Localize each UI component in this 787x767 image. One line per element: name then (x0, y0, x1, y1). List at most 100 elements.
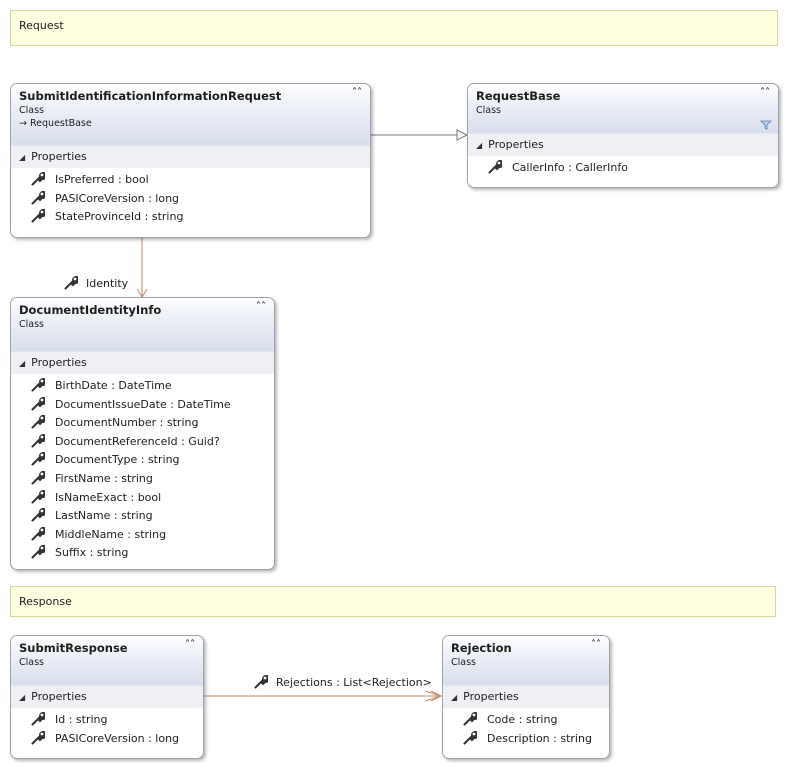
wrench-icon (64, 276, 78, 290)
property-list: IsPreferred : bool PASICoreVersion : lon… (11, 168, 370, 231)
property-label: DocumentReferenceId : Guid? (55, 434, 220, 448)
property-label: MiddleName : string (55, 527, 167, 541)
class-name: DocumentIdentityInfo (19, 303, 162, 317)
inheritance-arrow-icon: → (19, 118, 27, 129)
wrench-icon (31, 730, 45, 745)
property-item[interactable]: PASICoreVersion : long (11, 730, 203, 749)
property-label: Id : string (55, 713, 108, 726)
base-class-reference: → RequestBase (19, 118, 362, 129)
section-label: Properties (31, 356, 87, 369)
property-item[interactable]: CallerInfo : CallerInfo (468, 159, 778, 178)
property-label: BirthDate : DateTime (55, 379, 172, 392)
property-item[interactable]: FirstName : string (11, 470, 274, 489)
property-label: StateProvinceId : string (55, 210, 184, 224)
rejections-association-label[interactable]: Rejections : List<Rejection> (254, 675, 432, 689)
section-label: Properties (31, 690, 87, 703)
property-label: DocumentNumber : string (55, 416, 199, 430)
property-item[interactable]: Code : string (443, 711, 609, 730)
property-list: Id : string PASICoreVersion : long (11, 708, 203, 752)
property-label: Description : string (487, 731, 592, 745)
class-name: RequestBase (476, 89, 561, 103)
class-submit-response[interactable]: SubmitResponse Class ˄˄ ◢ Properties Id :… (10, 635, 204, 759)
property-item[interactable]: PASICoreVersion : long (11, 190, 370, 209)
property-label: IsNameExact : bool (55, 490, 162, 504)
property-label: FirstName : string (55, 471, 153, 485)
properties-section-header[interactable]: ◢ Properties (468, 134, 778, 156)
class-header: SubmitResponse Class ˄˄ (11, 636, 203, 686)
collapse-icon[interactable]: ˄˄ (185, 639, 195, 650)
wrench-icon (254, 675, 268, 689)
properties-section-header[interactable]: ◢ Properties (11, 352, 274, 374)
expand-triangle-icon[interactable]: ◢ (19, 359, 26, 368)
collapse-icon[interactable]: ˄˄ (591, 639, 601, 650)
section-label: Properties (488, 138, 544, 151)
wrench-icon (31, 190, 45, 205)
property-item[interactable]: Suffix : string (11, 544, 274, 563)
property-label: Code : string (487, 713, 558, 726)
class-rejection[interactable]: Rejection Class ˄˄ ◢Properties Code : st… (442, 635, 610, 759)
filter-icon[interactable] (760, 120, 772, 130)
property-item[interactable]: DocumentIssueDate : DateTime (11, 396, 274, 415)
properties-section-header[interactable]: ◢ Properties (11, 146, 370, 168)
property-item[interactable]: MiddleName : string (11, 526, 274, 545)
property-label: IsPreferred : bool (55, 173, 149, 186)
section-label: Properties (31, 150, 87, 163)
class-submit-identification-information-request[interactable]: SubmitIdentificationInformationRequest C… (10, 83, 371, 238)
class-header: Rejection Class ˄˄ (443, 636, 609, 686)
property-item[interactable]: DocumentType : string (11, 451, 274, 470)
class-document-identity-info[interactable]: DocumentIdentityInfo Class ˄˄ ◢ Propertie… (10, 297, 275, 570)
class-request-base[interactable]: RequestBase Class ˄˄ ◢ Properties CallerI… (467, 83, 779, 188)
wrench-icon (488, 160, 502, 174)
class-kind: Class (476, 105, 501, 116)
property-item[interactable]: LastName : string (11, 507, 274, 526)
property-item[interactable]: Description : string (443, 730, 609, 749)
identity-association-label[interactable]: Identity (64, 276, 128, 290)
property-item[interactable]: StateProvinceId : string (11, 208, 370, 227)
class-name: Rejection (451, 641, 512, 655)
class-kind: Class (19, 105, 44, 116)
expand-triangle-icon[interactable]: ◢ (19, 693, 26, 702)
wrench-icon (31, 452, 45, 466)
expand-triangle-icon[interactable]: ◢ (19, 153, 26, 162)
association-name: Rejections : List<Rejection> (276, 676, 432, 689)
wrench-icon (31, 526, 45, 541)
property-item[interactable]: DocumentReferenceId : Guid? (11, 433, 274, 452)
property-item[interactable]: DocumentNumber : string (11, 414, 274, 433)
wrench-icon (31, 415, 45, 429)
property-item[interactable]: IsPreferred : bool (11, 171, 370, 190)
inheritance-connector (371, 129, 469, 141)
property-list: BirthDate : DateTime DocumentIssueDate :… (11, 374, 274, 567)
property-label: DocumentType : string (55, 453, 180, 467)
properties-section-header[interactable]: ◢Properties (443, 686, 609, 708)
request-note[interactable]: Request (10, 10, 778, 46)
class-header: RequestBase Class ˄˄ (468, 84, 778, 134)
properties-section-header[interactable]: ◢ Properties (11, 686, 203, 708)
wrench-icon (31, 378, 45, 392)
expand-triangle-icon[interactable]: ◢ (451, 693, 458, 702)
property-list: CallerInfo : CallerInfo (468, 156, 778, 182)
wrench-icon (31, 489, 45, 504)
property-item[interactable]: Id : string (11, 711, 203, 730)
response-note[interactable]: Response (10, 586, 776, 617)
wrench-icon (463, 730, 477, 745)
wrench-icon (31, 172, 45, 186)
response-note-text: Response (19, 595, 72, 608)
collapse-icon[interactable]: ˄˄ (256, 301, 266, 312)
class-kind: Class (19, 657, 44, 668)
property-item[interactable]: BirthDate : DateTime (11, 377, 274, 396)
collapse-icon[interactable]: ˄˄ (760, 87, 770, 98)
class-name: SubmitResponse (19, 641, 128, 655)
wrench-icon (31, 470, 45, 485)
expand-triangle-icon[interactable]: ◢ (476, 141, 483, 150)
property-label: CallerInfo : CallerInfo (512, 161, 628, 174)
wrench-icon (31, 433, 45, 448)
request-note-text: Request (19, 19, 64, 32)
wrench-icon (31, 209, 45, 223)
wrench-icon (31, 508, 45, 522)
collapse-icon[interactable]: ˄˄ (352, 87, 362, 98)
association-name: Identity (86, 277, 129, 290)
wrench-icon (463, 712, 477, 726)
rejections-association-connector (204, 690, 443, 702)
class-header: DocumentIdentityInfo Class ˄˄ (11, 298, 274, 352)
property-item[interactable]: IsNameExact : bool (11, 489, 274, 508)
